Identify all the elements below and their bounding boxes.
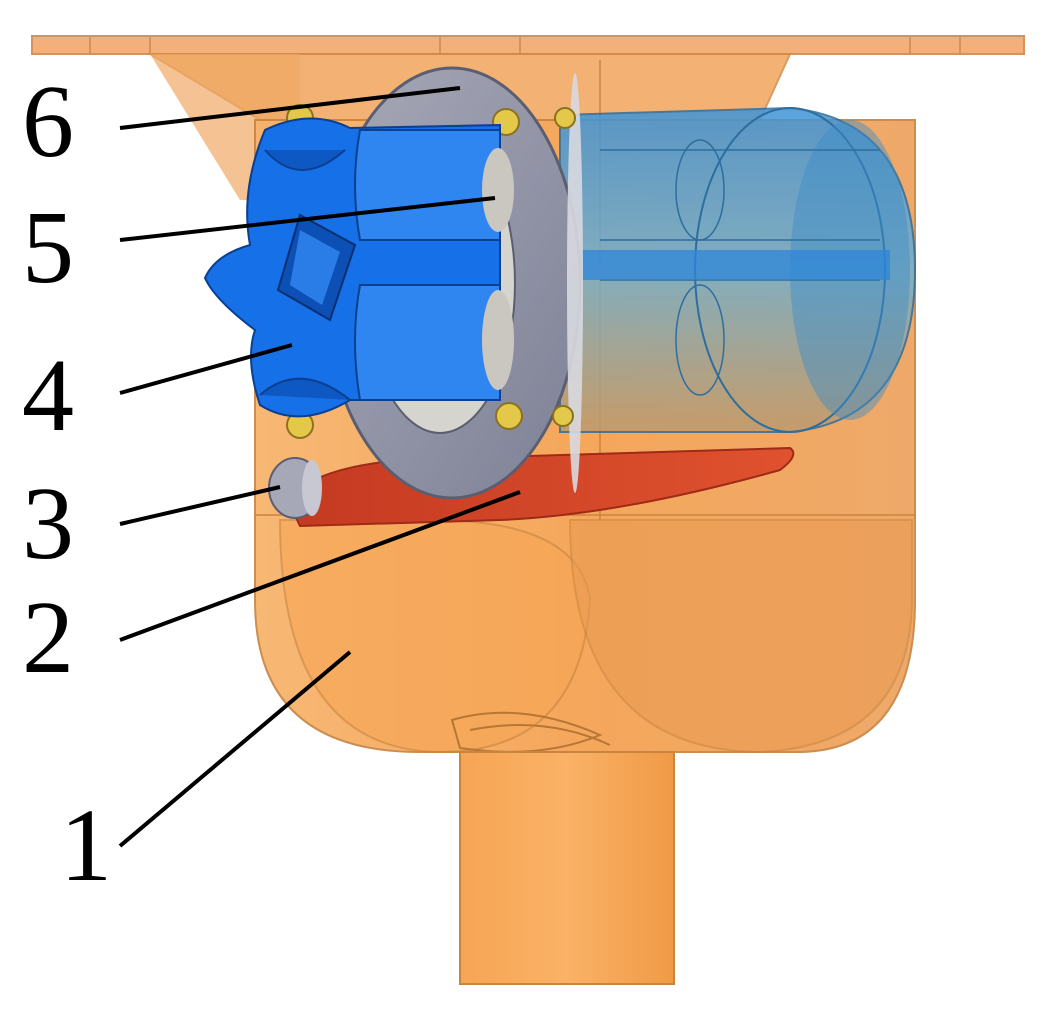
leader-line-5 (119, 196, 496, 242)
screw-icon (552, 405, 574, 427)
leader-line-6 (119, 86, 461, 130)
leader-line-4 (119, 343, 293, 395)
outlet-pipe (459, 751, 675, 985)
screw-icon (495, 402, 523, 430)
leader-lines (118, 86, 521, 848)
seed-drum-cylinder (430, 106, 917, 433)
pin-cap (268, 457, 322, 519)
callout-label-1: 1 (60, 788, 112, 903)
leader-line-1 (118, 650, 352, 848)
callout-label-4: 4 (22, 338, 74, 453)
callout-label-2: 2 (22, 580, 74, 695)
leader-line-3 (119, 485, 281, 526)
callout-numbers: 6 5 4 3 2 1 (22, 64, 112, 903)
leader-line-2 (119, 490, 521, 642)
top-flange (31, 35, 1025, 55)
callout-label-5: 5 (22, 190, 74, 305)
callout-label-3: 3 (22, 466, 74, 581)
star-rotor (203, 117, 514, 418)
callout-label-6: 6 (22, 64, 74, 179)
screw-icon (554, 107, 576, 129)
